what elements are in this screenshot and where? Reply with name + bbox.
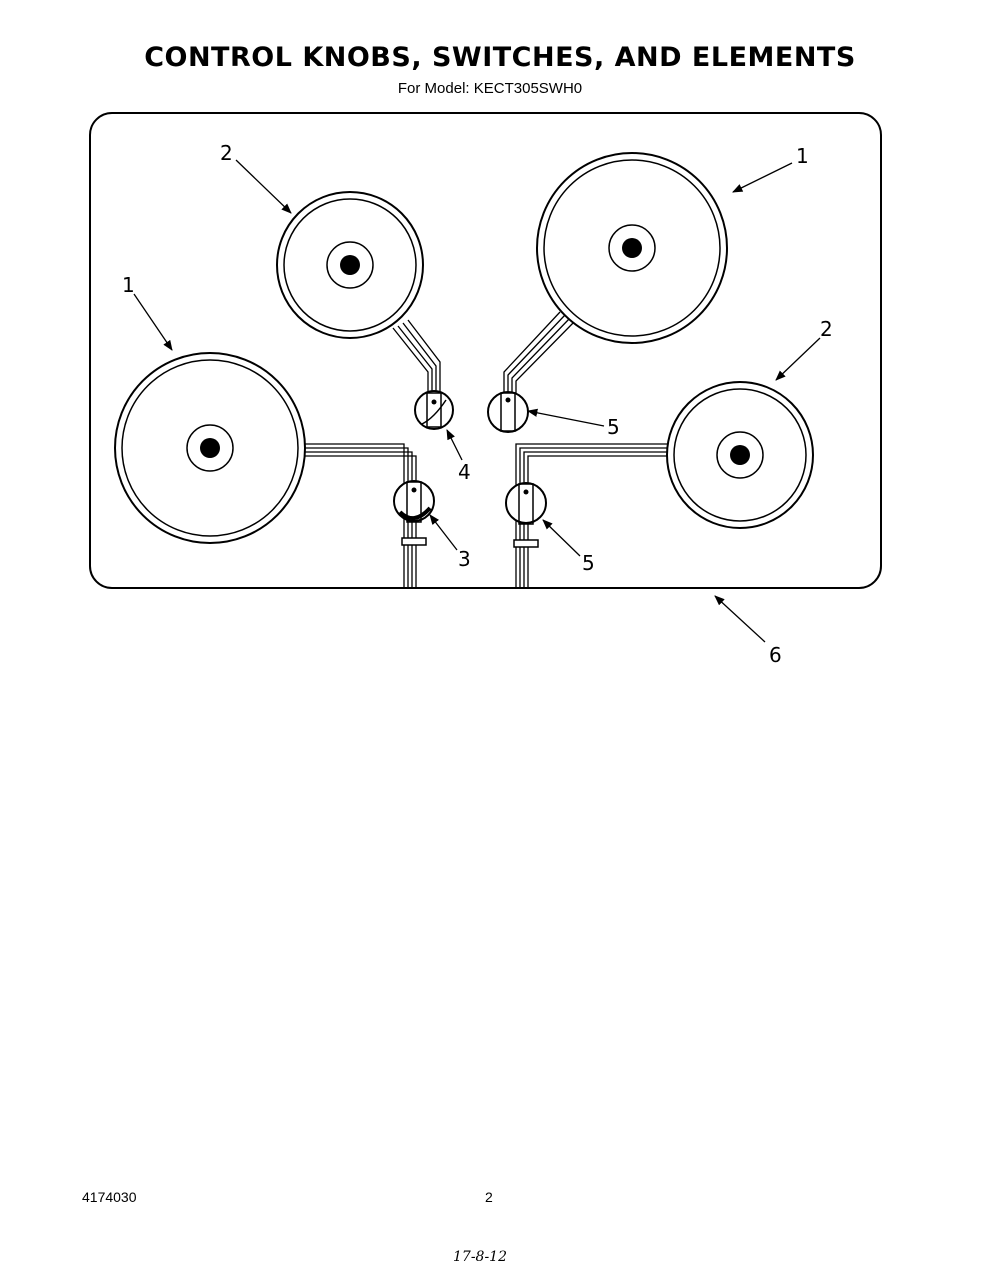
callout-element-small-right: 2 bbox=[820, 317, 833, 341]
leader-element-large-left bbox=[133, 293, 173, 351]
leader-switch-upper-left bbox=[446, 429, 463, 461]
model-subtitle: For Model: KECT305SWH0 bbox=[0, 80, 980, 97]
switch-lower-right bbox=[505, 482, 547, 548]
callout-switch-lower-right: 5 bbox=[582, 551, 595, 575]
leader-lines bbox=[133, 159, 821, 643]
leader-element-small-top-left bbox=[235, 159, 292, 214]
leader-switch-lower-right bbox=[542, 519, 581, 557]
small-element-top-left bbox=[276, 191, 424, 339]
callout-element-large-left: 1 bbox=[122, 273, 135, 297]
handwritten-mark: 17-8-12 bbox=[453, 1249, 507, 1265]
switch-upper-right bbox=[487, 391, 529, 433]
leader-element-large-right bbox=[732, 162, 793, 193]
leader-switch-lower-left bbox=[429, 514, 458, 551]
callout-cooktop: 6 bbox=[769, 643, 782, 667]
model-number: KECT305SWH0 bbox=[473, 80, 583, 97]
wire-harness-right-large bbox=[503, 311, 576, 396]
leader-element-small-right bbox=[775, 337, 821, 381]
leader-cooktop bbox=[714, 595, 766, 643]
callout-switch-upper-left: 4 bbox=[458, 460, 471, 484]
cooktop-panel bbox=[89, 112, 882, 589]
callout-element-small-top-left: 2 bbox=[220, 141, 233, 165]
wire-harness-top-left-small bbox=[392, 319, 441, 398]
leader-switch-upper-right bbox=[526, 408, 605, 427]
model-label: For Model: bbox=[397, 80, 470, 97]
part-number: 4174030 bbox=[82, 1189, 137, 1205]
small-element-right bbox=[666, 381, 814, 529]
callout-switch-upper-right: 5 bbox=[607, 415, 620, 439]
switch-lower-left bbox=[393, 480, 435, 546]
callout-element-large-right: 1 bbox=[796, 144, 809, 168]
wire-harness-left-large bbox=[303, 443, 417, 588]
switch-upper-left bbox=[414, 390, 454, 430]
callout-switch-lower-left: 3 bbox=[458, 547, 471, 571]
large-element-left bbox=[114, 352, 306, 544]
large-element-right bbox=[536, 152, 728, 344]
page-number: 2 bbox=[485, 1189, 493, 1205]
page-title: CONTROL KNOBS, SWITCHES, AND ELEMENTS bbox=[144, 42, 856, 73]
